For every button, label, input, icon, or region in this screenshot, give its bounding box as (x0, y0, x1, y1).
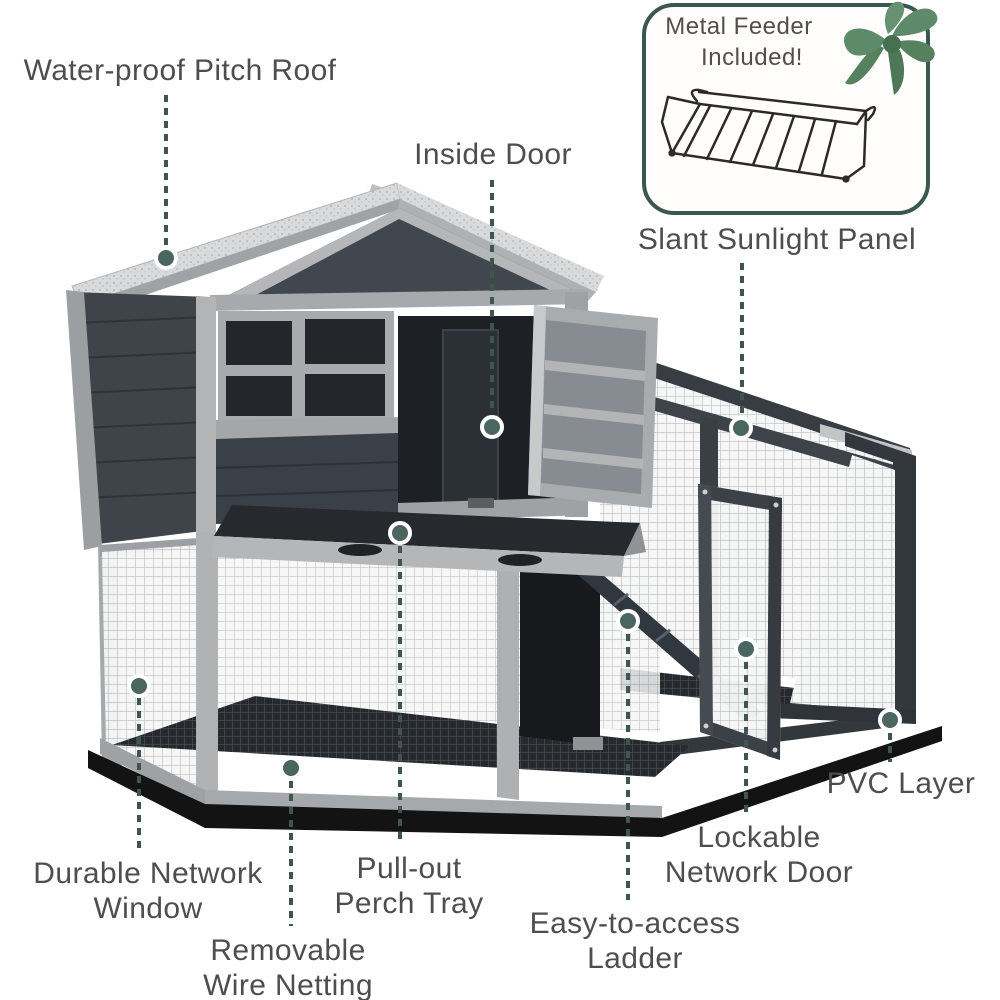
callout-slant-panel: Slant Sunlight Panel (637, 223, 917, 256)
badge-box (642, 3, 930, 215)
perch-tray (212, 505, 646, 577)
dot-water-roof (154, 246, 178, 270)
house-front (196, 289, 588, 532)
dot-inside-door (480, 415, 504, 439)
callout-pvc-layer: PVC Layer (826, 767, 976, 800)
pvc-base (88, 726, 942, 837)
callout-lockable-door: Lockable Network Door (664, 821, 854, 889)
callout-lines (137, 95, 892, 926)
dot-slant-panel (729, 416, 753, 440)
dot-easy-ladder (616, 609, 640, 633)
gift-bow-icon (844, 1, 938, 95)
callout-durable-window: Durable Network Window (33, 857, 263, 925)
badge-subtitle: Included! (701, 44, 803, 71)
wire-netting-floor (112, 696, 690, 777)
callout-removable-netting: Removable Wire Netting (203, 934, 373, 1000)
dot-pullout-tray (388, 521, 412, 545)
gable-front (225, 208, 578, 304)
callout-dots (127, 246, 902, 780)
callout-water-roof: Water-proof Pitch Roof (23, 54, 337, 87)
dot-durable-window (127, 674, 151, 698)
metal-feeder-illustration (660, 88, 877, 183)
lockable-mesh-door (698, 484, 782, 760)
pitch-roof (71, 182, 604, 315)
callout-pullout-tray: Pull-out Perch Tray (334, 852, 484, 920)
door-latch (468, 498, 494, 508)
front-planks (216, 433, 398, 524)
callout-easy-ladder: Easy-to-access Ladder (529, 907, 741, 975)
dot-lockable-door (734, 637, 758, 661)
side-wall (66, 290, 210, 550)
open-house-door (528, 305, 658, 508)
dot-removable-netting (279, 756, 303, 780)
network-window (226, 319, 385, 416)
lower-run (98, 532, 690, 821)
dot-pvc-layer (878, 708, 902, 732)
callout-inside-door: Inside Door (414, 138, 572, 171)
end-panel (770, 424, 916, 724)
badge-title: Metal Feeder (665, 13, 813, 40)
